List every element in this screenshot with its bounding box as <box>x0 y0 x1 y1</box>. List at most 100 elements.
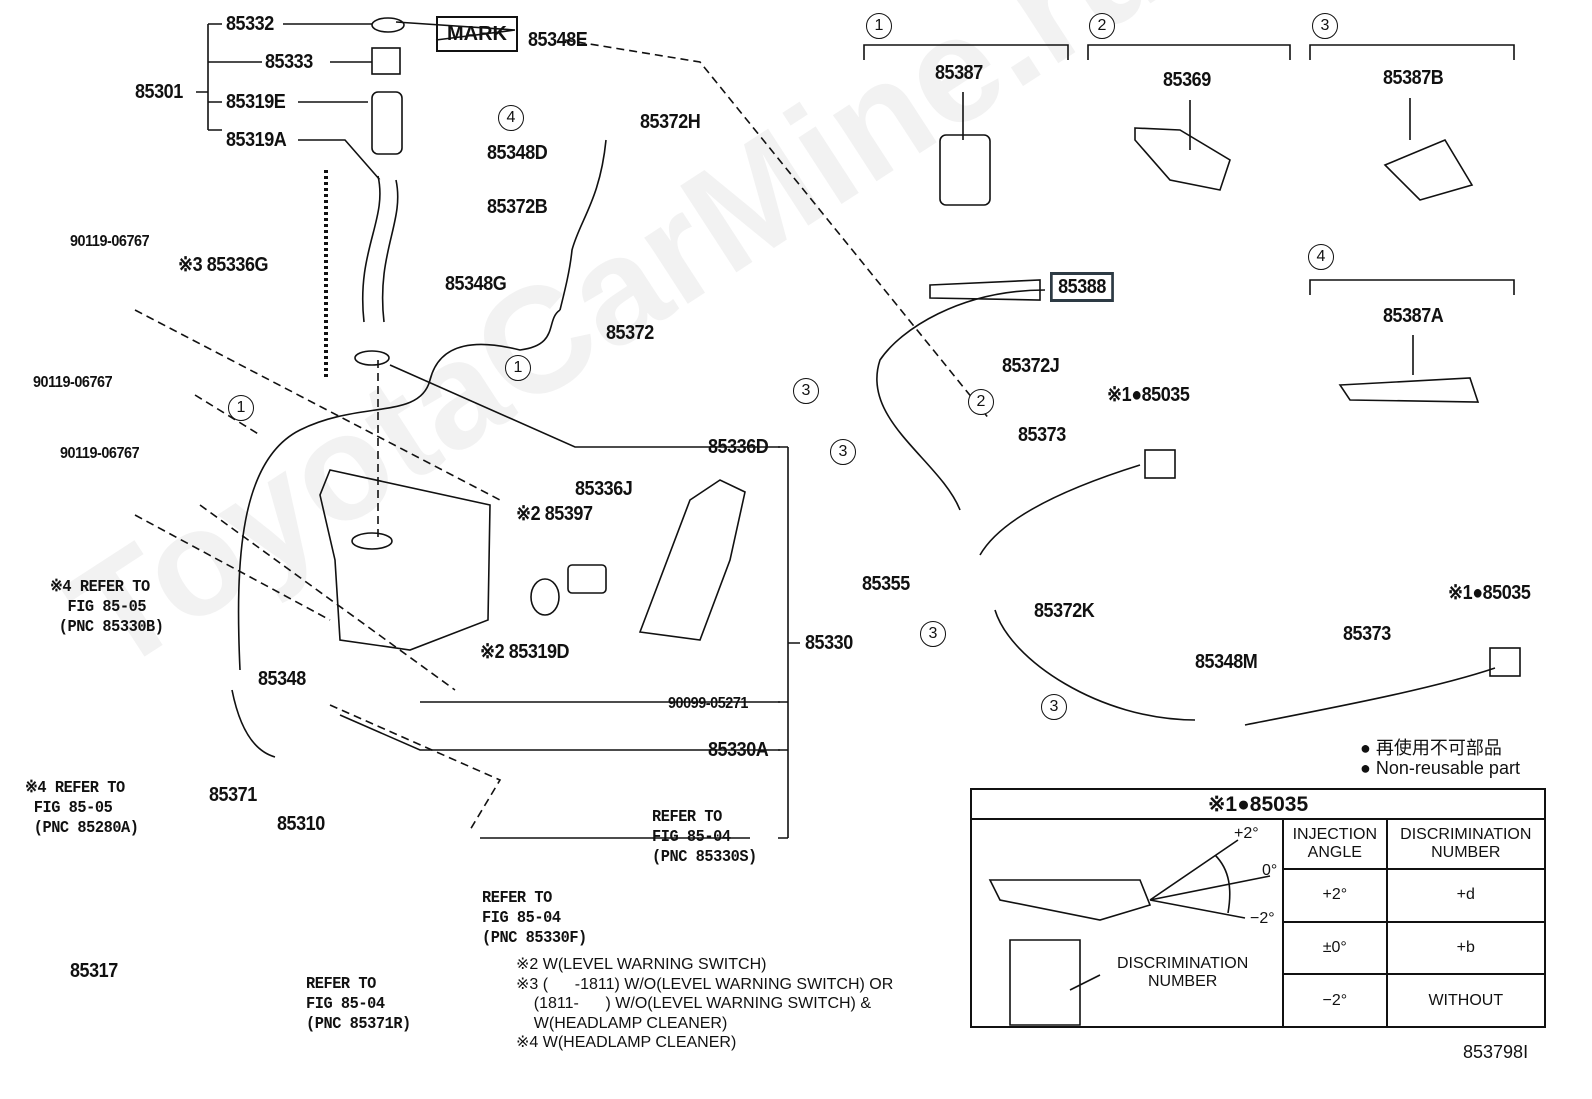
cell-number: WITHOUT <box>1385 973 1547 1028</box>
part-label: 85387 <box>935 62 983 84</box>
part-label: 85348 <box>258 668 306 690</box>
part-label: 85319E <box>226 91 286 113</box>
part-label: 85348M <box>1195 651 1258 673</box>
leaders-85330 <box>339 364 780 839</box>
part-label: 85372J <box>1002 355 1060 377</box>
clip-85387A <box>1338 377 1480 403</box>
part-label: 85330A <box>708 739 769 761</box>
part-label: 85387A <box>1383 305 1444 327</box>
part-label: ※3 85336G <box>178 254 269 276</box>
header-injection-angle: INJECTION ANGLE <box>1282 818 1388 870</box>
clip-callout: 3 <box>793 378 819 404</box>
clip-callout: 3 <box>1041 694 1067 720</box>
part-label: 85317 <box>70 960 118 982</box>
hose-85372K <box>994 609 1196 721</box>
part-label: 85371 <box>209 784 257 806</box>
part-label: ※2 85319D <box>480 641 570 663</box>
part-label: 85372 <box>606 322 654 344</box>
part-label: 85372H <box>640 111 701 133</box>
discrimination-callout: DISCRIMINATION NUMBER <box>1117 955 1249 990</box>
nozzle-85035b <box>1489 647 1521 677</box>
clip-callout: 3 <box>920 621 946 647</box>
legend-jp: ● 再使用不可部品 <box>1360 738 1502 758</box>
injection-angle-table: ※1●85035 +2° 0° −2° DISCRIMINATION NUMBE… <box>970 788 1547 1028</box>
legend-en: ● Non-reusable part <box>1360 758 1520 778</box>
refer-note: ※4 REFER TO FIG 85-05 (PNC 85330B) <box>50 578 164 637</box>
filler-pipe <box>362 175 399 323</box>
group-number: 4 <box>1308 244 1334 270</box>
part-label: 85387B <box>1383 67 1444 89</box>
bracket-85336J <box>638 479 746 641</box>
washer-tank <box>319 469 491 651</box>
clip-leaders <box>962 92 1414 375</box>
footnotes: ※2 W(LEVEL WARNING SWITCH) ※3 ( -1811) W… <box>516 956 894 1051</box>
part-label: 85372K <box>1034 600 1095 622</box>
part-label: 90099-05271 <box>668 695 748 712</box>
part-label: 90119-06767 <box>60 445 140 462</box>
clip-callout: 2 <box>968 389 994 415</box>
part-label: ※1●85035 <box>1448 582 1531 604</box>
clip-85387B <box>1383 138 1474 201</box>
part-label-highlighted: 85388 <box>1050 272 1115 302</box>
part-label: 85373 <box>1343 623 1391 645</box>
dash-links <box>134 309 502 831</box>
mark-leader <box>395 21 516 41</box>
clip-85369 <box>1134 127 1231 191</box>
part-label: 85348D <box>487 142 548 164</box>
cap <box>371 17 405 33</box>
part-label: 85330 <box>805 632 853 654</box>
cell-number: +b <box>1385 920 1547 976</box>
clip-callout: 1 <box>505 355 531 381</box>
cell-angle: +2° <box>1282 868 1388 923</box>
part-label: ※1●85035 <box>1107 384 1190 406</box>
hose-85371 <box>231 689 276 758</box>
clip-callout: 3 <box>830 439 856 465</box>
part-label: 85333 <box>265 51 313 73</box>
part-label: 85301 <box>135 81 183 103</box>
part-label: 85332 <box>226 13 274 35</box>
part-85397 <box>567 564 607 594</box>
group-number: 2 <box>1089 13 1115 39</box>
part-label: 85355 <box>862 573 910 595</box>
clip-callout: 1 <box>228 395 254 421</box>
part-label: 90119-06767 <box>33 374 113 391</box>
group-number: 3 <box>1312 13 1338 39</box>
refer-note: ※4 REFER TO FIG 85-05 (PNC 85280A) <box>25 779 139 838</box>
cell-angle: −2° <box>1282 973 1388 1028</box>
table-title: ※1●85035 <box>970 788 1546 820</box>
angle-label: −2° <box>1250 910 1275 927</box>
part-label: 85319A <box>226 129 287 151</box>
clip-callout: 4 <box>498 105 524 131</box>
part-85319D <box>530 578 560 616</box>
part-label: 85372B <box>487 196 548 218</box>
hose-85372J <box>876 289 1046 511</box>
part-label: 85373 <box>1018 424 1066 446</box>
part-label: 85348E <box>528 29 588 51</box>
part-label: 90119-06767 <box>70 233 150 250</box>
figure-code: 853798I <box>1463 1042 1529 1062</box>
part-label: 85369 <box>1163 69 1211 91</box>
refer-note: REFER TO FIG 85-04 (PNC 85371R) <box>306 975 411 1034</box>
part-label: 85348G <box>445 273 507 295</box>
cell-number: +d <box>1385 868 1547 923</box>
part-85319E <box>371 91 403 155</box>
angle-label: 0° <box>1262 862 1278 879</box>
group-brackets <box>863 44 1515 295</box>
header-discrimination-number: DISCRIMINATION NUMBER <box>1385 818 1547 870</box>
bracket-85301 <box>196 23 262 131</box>
leaders-top <box>283 23 381 181</box>
angle-label: +2° <box>1234 825 1259 842</box>
part-label: 85310 <box>277 813 325 835</box>
part-label: 85336D <box>708 436 769 458</box>
hose-85372B <box>559 139 607 311</box>
bracket-85330 <box>778 446 800 839</box>
hose-85373a <box>979 464 1141 556</box>
refer-note: REFER TO FIG 85-04 (PNC 85330S) <box>652 808 757 867</box>
refer-note: REFER TO FIG 85-04 (PNC 85330F) <box>482 889 587 948</box>
nozzle-illustration-cell: +2° 0° −2° DISCRIMINATION NUMBER <box>970 818 1284 1028</box>
nozzle-85035a <box>1144 449 1176 479</box>
cell-angle: ±0° <box>1282 920 1388 976</box>
group-number: 1 <box>866 13 892 39</box>
mark-label: MARK <box>436 16 518 52</box>
